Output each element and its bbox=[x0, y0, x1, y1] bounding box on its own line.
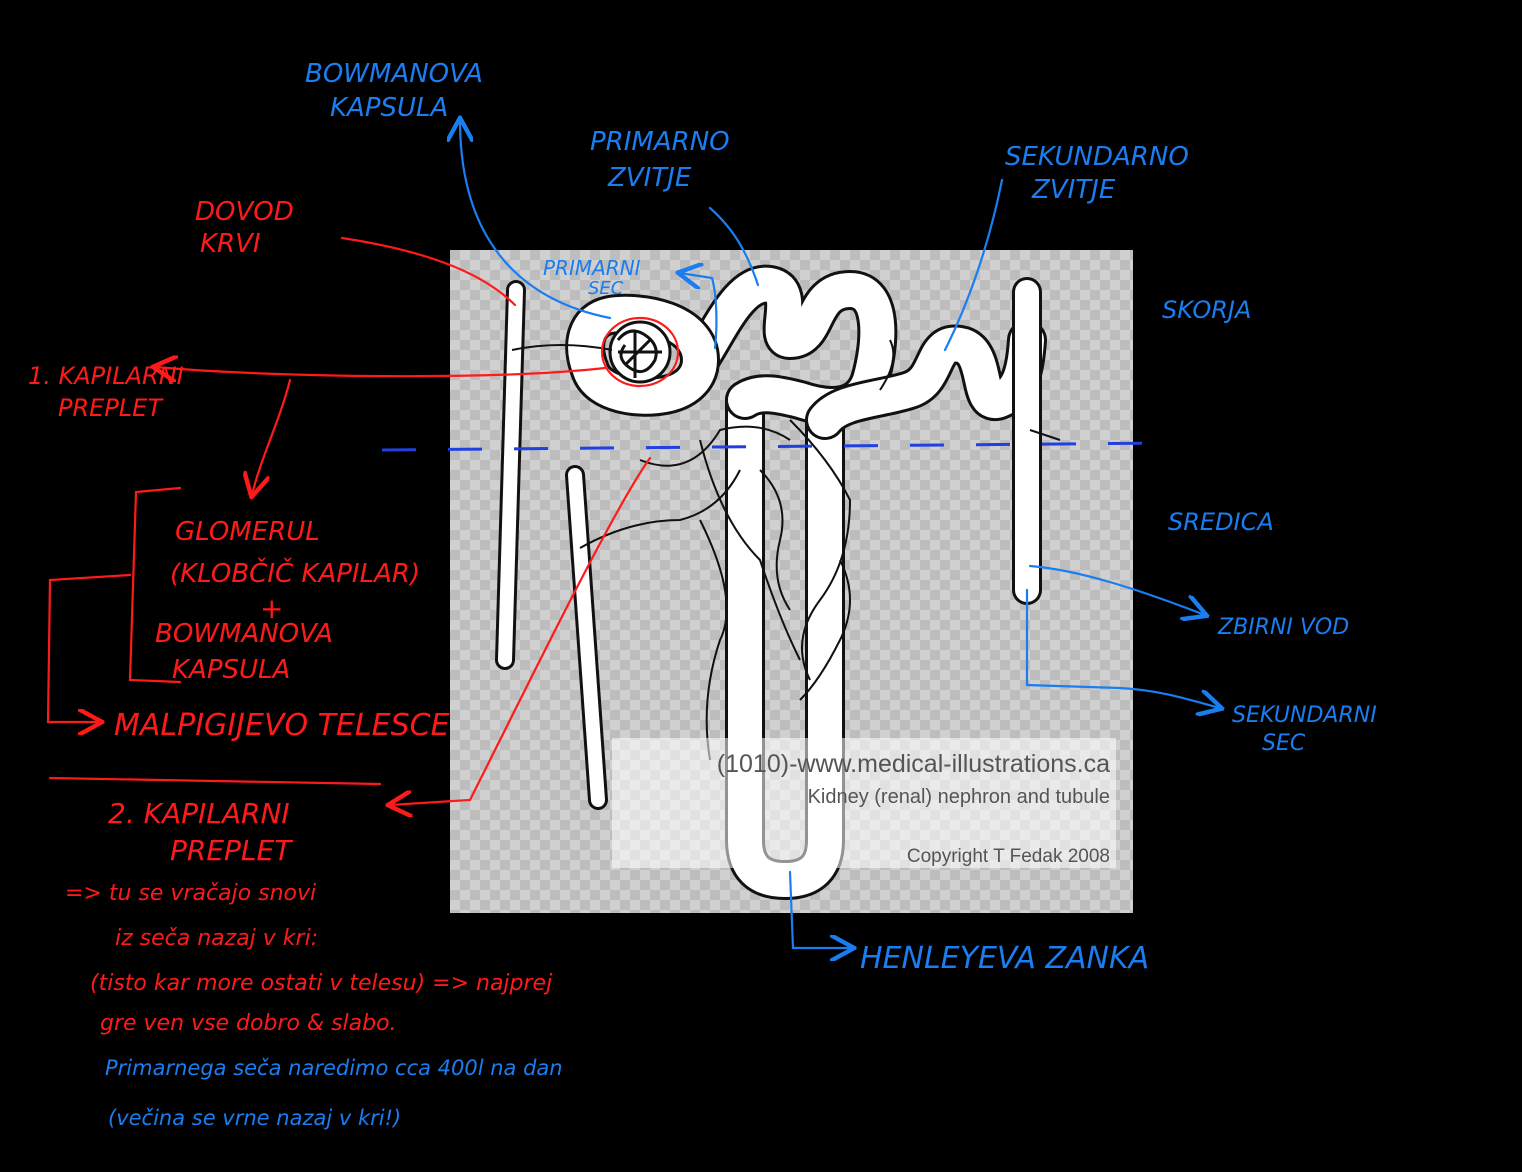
label-henleyeva-zanka: HENLEYEVA ZANKA bbox=[860, 941, 1149, 976]
label-1-preplet: PREPLET bbox=[58, 394, 164, 422]
label-plus: + bbox=[260, 592, 283, 625]
separator-line bbox=[48, 776, 382, 786]
label-primarno: PRIMARNO bbox=[590, 127, 730, 157]
glomerulus-circle bbox=[600, 316, 680, 388]
capillary-network bbox=[511, 339, 1061, 761]
bracket-glomerul bbox=[128, 486, 182, 684]
label-primarno-zvitje: ZVITJE bbox=[607, 163, 692, 193]
henle-pointer bbox=[788, 870, 852, 948]
note-red-line3: (tisto kar more ostati v telesu) => najp… bbox=[90, 971, 553, 996]
blue-labels: BOWMANOVA KAPSULA PRIMARNO ZVITJE SEKUND… bbox=[105, 59, 1377, 1130]
red-labels: DOVOD KRVI 1. KAPILARNI PREPLET GLOMERUL… bbox=[28, 197, 553, 1036]
note-red-line4: gre ven vse dobro & slabo. bbox=[100, 1011, 397, 1036]
watermark-line1: (1010)-www.medical-illustrations.ca bbox=[717, 750, 1110, 778]
note-blue-line1: Primarnega seča naredimo cca 400l na dan bbox=[105, 1056, 563, 1080]
label-sekundarni: SEKUNDARNI bbox=[1232, 703, 1377, 728]
label-skorja: SKORJA bbox=[1162, 296, 1251, 324]
primarni-sec-pointer bbox=[680, 273, 718, 350]
label-krvi: KRVI bbox=[200, 229, 261, 259]
watermark: (1010)-www.medical-illustrations.ca Kidn… bbox=[612, 738, 1116, 868]
label-sekundarno-zvitje: ZVITJE bbox=[1031, 175, 1116, 205]
primarno-pointer bbox=[708, 206, 760, 287]
dovod-pointer bbox=[340, 236, 517, 307]
note-red-line2: iz seča nazaj v kri: bbox=[115, 926, 318, 951]
blue-annotation-lines bbox=[460, 120, 1220, 948]
sekundarni-sec-pointer bbox=[1025, 588, 1220, 708]
kap1-down-arrow bbox=[252, 378, 292, 495]
watermark-line3: Copyright T Fedak 2008 bbox=[907, 846, 1110, 867]
label-sekundarni-sec: SEC bbox=[1262, 731, 1306, 756]
label-bowmanova: BOWMANOVA bbox=[305, 59, 483, 89]
label-sekundarno: SEKUNDARNO bbox=[1005, 142, 1189, 172]
label-1-kapilarni: 1. KAPILARNI bbox=[28, 362, 184, 390]
label-red-kapsula: KAPSULA bbox=[172, 655, 290, 685]
label-kapsula: KAPSULA bbox=[330, 93, 448, 123]
tubules bbox=[495, 264, 1047, 900]
label-sredica: SREDICA bbox=[1168, 508, 1274, 536]
label-klobcic: (KLOBČIČ KAPILAR) bbox=[170, 557, 420, 589]
zbirni-vod-pointer bbox=[1028, 564, 1205, 615]
nephron-illustration: (1010)-www.medical-illustrations.ca Kidn… bbox=[450, 250, 1133, 913]
label-red-bowmanova: BOWMANOVA bbox=[155, 619, 333, 649]
red-annotation-lines bbox=[46, 236, 680, 805]
glomerulus bbox=[608, 320, 672, 384]
label-dovod: DOVOD bbox=[195, 197, 294, 227]
note-red-line1: => tu se vračajo snovi bbox=[65, 881, 316, 906]
label-malpigijevo: MALPIGIJEVO TELESCE bbox=[114, 708, 450, 743]
label-2-kapilarni: 2. KAPILARNI bbox=[108, 797, 290, 830]
kap2-pointer bbox=[390, 456, 652, 805]
bracket-malpigi bbox=[46, 573, 132, 722]
kap1-pointer bbox=[155, 367, 607, 376]
watermark-line2: Kidney (renal) nephron and tubule bbox=[808, 786, 1110, 808]
sekundarno-pointer bbox=[943, 178, 1004, 352]
label-primarni: PRIMARNI bbox=[543, 256, 641, 280]
label-zbirni-vod: ZBIRNI VOD bbox=[1217, 615, 1349, 640]
note-blue-line2: (večina se vrne nazaj v kri!) bbox=[108, 1106, 401, 1130]
label-glomerul: GLOMERUL bbox=[175, 517, 320, 547]
label-2-preplet: PREPLET bbox=[170, 834, 293, 867]
bowman-pointer bbox=[460, 120, 612, 320]
label-primarni-sec: SEC bbox=[588, 278, 624, 299]
